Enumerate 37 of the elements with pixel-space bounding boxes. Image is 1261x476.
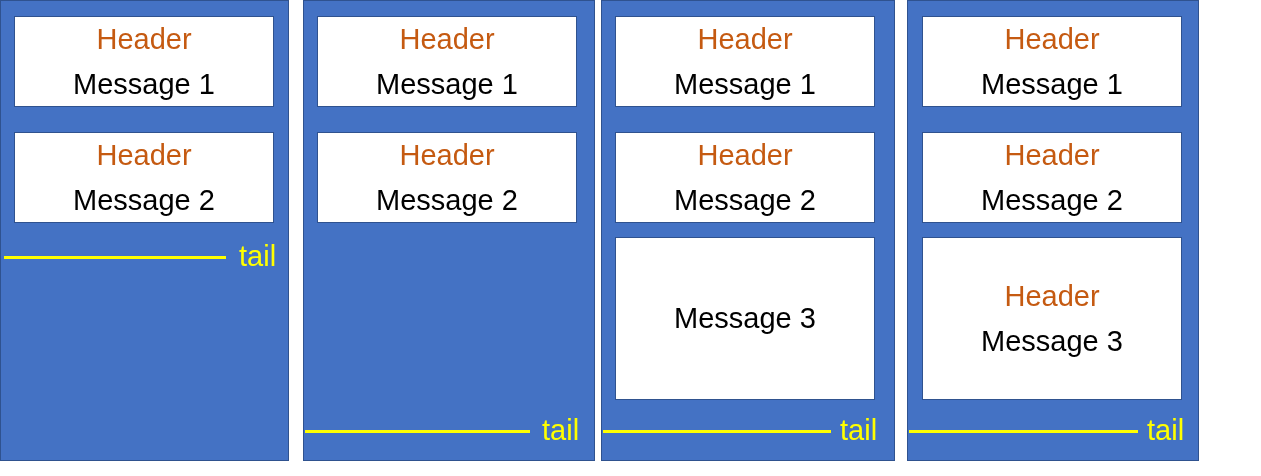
column-panel [907, 0, 1199, 461]
message-text: Message 2 [376, 182, 518, 218]
column-panel [0, 0, 289, 461]
message-text: Message 3 [981, 323, 1123, 359]
message-text: Message 1 [674, 66, 816, 102]
message-text: Message 2 [981, 182, 1123, 218]
message-text: Message 1 [376, 66, 518, 102]
header-text: Header [399, 137, 495, 173]
message-box [615, 132, 875, 223]
column-panel [303, 0, 595, 461]
message-text: Message 3 [674, 301, 816, 336]
message-box [922, 237, 1182, 400]
message-box [615, 237, 875, 400]
message-box [922, 16, 1182, 107]
header-text: Header [1004, 278, 1100, 314]
tail-label: tail [542, 415, 580, 445]
message-box [317, 132, 577, 223]
message-text: Message 1 [981, 66, 1123, 102]
message-text: Message 1 [73, 66, 215, 102]
message-box [317, 16, 577, 107]
message-text: Message 2 [73, 182, 215, 218]
tail-label: tail [239, 241, 277, 271]
header-text: Header [399, 21, 495, 57]
message-box [922, 132, 1182, 223]
tail-label: tail [840, 415, 878, 445]
message-box [615, 16, 875, 107]
column-panel [601, 0, 895, 461]
header-text: Header [96, 21, 192, 57]
message-text: Message 2 [674, 182, 816, 218]
header-text: Header [96, 137, 192, 173]
header-text: Header [697, 137, 793, 173]
header-text: Header [1004, 21, 1100, 57]
header-text: Header [1004, 137, 1100, 173]
message-box [14, 132, 274, 223]
header-text: Header [697, 21, 793, 57]
tail-label: tail [1147, 415, 1185, 445]
message-box [14, 16, 274, 107]
